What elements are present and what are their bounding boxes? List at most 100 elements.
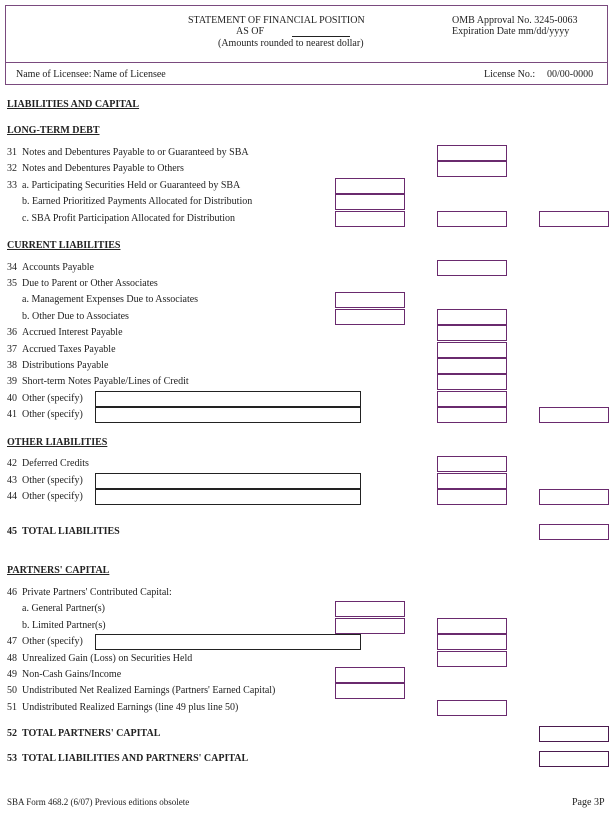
licensee-name[interactable]: Name of Licensee: [93, 69, 166, 80]
amount-field-col-a[interactable]: [335, 667, 405, 683]
amount-field-col-b[interactable]: [437, 211, 507, 227]
line-label: a. General Partner(s): [22, 603, 106, 614]
license-no-value[interactable]: 00/00-0000: [547, 69, 594, 80]
line-number: 45: [7, 526, 17, 537]
amount-field-col-b[interactable]: [437, 358, 507, 374]
form-line-51: 51 Undistributed Realized Earnings (line …: [0, 700, 614, 716]
line-label: b. Other Due to Associates: [22, 311, 129, 322]
line-label: Short-term Notes Payable/Lines of Credit: [22, 376, 189, 387]
line-number: 51: [7, 702, 17, 713]
line-label: Other (specify): [22, 393, 83, 404]
form-line: b. Limited Partner(s): [0, 618, 614, 634]
specify-input[interactable]: [95, 407, 361, 423]
form-line: b. Earned Prioritized Payments Allocated…: [0, 194, 614, 210]
line-number: 37: [7, 344, 17, 355]
specify-input[interactable]: [95, 634, 361, 650]
line-label: Undistributed Net Realized Earnings (Par…: [22, 685, 276, 696]
amount-field-col-b[interactable]: [437, 391, 507, 407]
line-label: Unrealized Gain (Loss) on Securities Hel…: [22, 653, 193, 664]
amount-field-col-b[interactable]: [437, 407, 507, 423]
form-line: a. General Partner(s): [0, 601, 614, 617]
line-label: TOTAL LIABILITIES AND PARTNERS' CAPITAL: [22, 753, 249, 764]
line-label: Notes and Debentures Payable to Others: [22, 163, 184, 174]
form-line-35: 35 Due to Parent or Other Associates: [0, 276, 614, 292]
specify-input[interactable]: [95, 391, 361, 407]
line-number: 52: [7, 728, 17, 739]
amount-field-col-b[interactable]: [437, 309, 507, 325]
specify-input[interactable]: [95, 473, 361, 489]
line-label: Accrued Interest Payable: [22, 327, 123, 338]
line-label: a. Management Expenses Due to Associates: [22, 294, 199, 305]
line-number: 42: [7, 458, 17, 469]
line-number: 49: [7, 669, 17, 680]
specify-input[interactable]: [95, 489, 361, 505]
amount-field-col-a[interactable]: [335, 194, 405, 210]
form-header: STATEMENT OF FINANCIAL POSITION AS OF (A…: [5, 5, 608, 85]
line-number: 43: [7, 475, 17, 486]
amount-field-col-b[interactable]: [437, 342, 507, 358]
amount-field-col-b[interactable]: [437, 489, 507, 505]
amount-field-col-b[interactable]: [437, 161, 507, 177]
line-label: Non-Cash Gains/Income: [22, 669, 122, 680]
amount-field-col-a[interactable]: [335, 178, 405, 194]
license-no-label: License No.:: [484, 69, 536, 80]
amount-field-col-a[interactable]: [335, 601, 405, 617]
amount-field-col-a[interactable]: [335, 683, 405, 699]
amount-field-col-c[interactable]: [539, 726, 609, 742]
line-number: 46: [7, 587, 17, 598]
form-line: c. SBA Profit Participation Allocated fo…: [0, 211, 614, 227]
line-label: TOTAL PARTNERS' CAPITAL: [22, 728, 161, 739]
line-label: Undistributed Realized Earnings (line 49…: [22, 702, 239, 713]
line-number: 35: [7, 278, 17, 289]
form-line: a. Management Expenses Due to Associates: [0, 292, 614, 308]
amount-field-col-b[interactable]: [437, 618, 507, 634]
amount-field-col-a[interactable]: [335, 309, 405, 325]
line-number: 40: [7, 393, 17, 404]
line-label: Deferred Credits: [22, 458, 89, 469]
amount-field-col-c[interactable]: [539, 489, 609, 505]
line-label: b. Limited Partner(s): [22, 620, 106, 631]
amount-field-col-b[interactable]: [437, 374, 507, 390]
amount-field-col-b[interactable]: [437, 145, 507, 161]
amount-field-col-b[interactable]: [437, 700, 507, 716]
amount-field-col-c[interactable]: [539, 751, 609, 767]
line-label: b. Earned Prioritized Payments Allocated…: [22, 196, 253, 207]
amount-field-col-b[interactable]: [437, 651, 507, 667]
form-line-39: 39 Short-term Notes Payable/Lines of Cred…: [0, 374, 614, 390]
form-line-49: 49 Non-Cash Gains/Income: [0, 667, 614, 683]
as-of-date-field[interactable]: [292, 36, 350, 37]
amount-field-col-b[interactable]: [437, 260, 507, 276]
form-footer-text: SBA Form 468.2 (6/07) Previous editions …: [7, 797, 190, 807]
form-line-40: 40 Other (specify): [0, 391, 614, 407]
line-number: 39: [7, 376, 17, 387]
amount-field-col-c[interactable]: [539, 524, 609, 540]
line-number: 38: [7, 360, 17, 371]
amount-field-col-a[interactable]: [335, 211, 405, 227]
form-subtitle: (Amounts rounded to nearest dollar): [218, 38, 364, 49]
amount-field-col-b[interactable]: [437, 325, 507, 341]
expiration-date: Expiration Date mm/dd/yyyy: [452, 26, 570, 37]
line-number: 47: [7, 636, 17, 647]
header-divider: [6, 62, 607, 63]
amount-field-col-b[interactable]: [437, 456, 507, 472]
amount-field-col-b[interactable]: [437, 473, 507, 489]
amount-field-col-c[interactable]: [539, 211, 609, 227]
section-heading: LONG-TERM DEBT: [7, 125, 100, 136]
amount-field-col-c[interactable]: [539, 407, 609, 423]
line-number: 41: [7, 409, 17, 420]
line-label: Due to Parent or Other Associates: [22, 278, 158, 289]
amount-field-col-a[interactable]: [335, 618, 405, 634]
form-line-52: 52 TOTAL PARTNERS' CAPITAL: [0, 726, 614, 742]
line-label: Accrued Taxes Payable: [22, 344, 116, 355]
amount-field-col-a[interactable]: [335, 292, 405, 308]
form-line: b. Other Due to Associates: [0, 309, 614, 325]
amount-field-col-b[interactable]: [437, 634, 507, 650]
omb-approval: OMB Approval No. 3245-0063: [452, 15, 578, 26]
